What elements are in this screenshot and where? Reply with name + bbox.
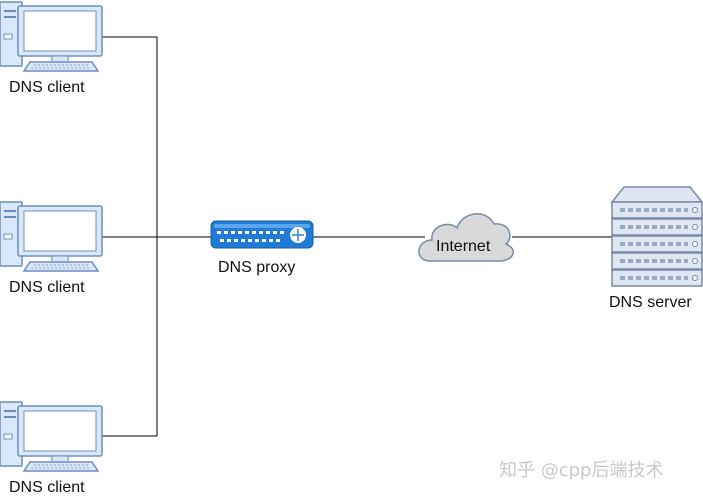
client-1-computer-icon [0,1,103,72]
client-3-label: DNS client [9,479,85,496]
connector-lines [102,36,612,437]
watermark: 知乎 @cpp后端技术 [499,460,664,481]
client-3-computer-icon [0,401,103,472]
internet-cloud-icon [418,213,515,262]
proxy-switch-icon [210,220,314,249]
client-2-computer-icon [0,201,103,272]
server-label: DNS server [609,294,692,311]
internet-label: Internet [436,238,491,255]
proxy-label: DNS proxy [218,259,296,276]
client-1-label: DNS client [9,79,85,96]
client-2-label: DNS client [9,279,85,296]
server-rack-icon [610,186,703,287]
